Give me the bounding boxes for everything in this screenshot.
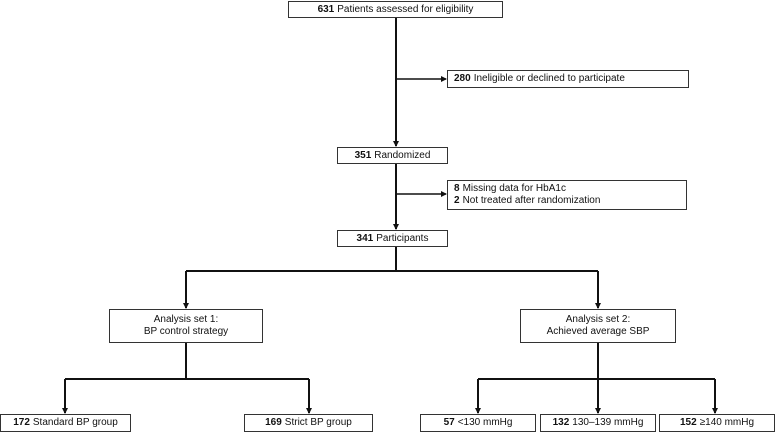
exclusion-label: Not treated after randomization <box>462 195 601 206</box>
assessed-count: 631 <box>317 3 335 15</box>
sbp-ge140-count: 152 <box>679 417 697 428</box>
ineligible-count: 280 <box>454 73 471 84</box>
analysis-set-1-box: Analysis set 1: BP control strategy <box>109 309 263 343</box>
randomized-label: Randomized <box>374 149 431 161</box>
strict-group-label: Strict BP group <box>284 417 352 428</box>
sbp-130-139-label: 130–139 mmHg <box>572 417 644 428</box>
sbp-ge140-box: 152≥140 mmHg <box>659 414 775 432</box>
analysis-set-1-title: Analysis set 1: <box>153 314 219 325</box>
analysis-set-2-subtitle: Achieved average SBP <box>546 326 650 337</box>
exclusion-count: 2 <box>454 195 460 206</box>
sbp-lt130-label: <130 mmHg <box>457 417 513 428</box>
exclusion-count: 8 <box>454 183 460 194</box>
assessed-label: Patients assessed for eligibility <box>337 3 474 15</box>
randomized-count: 351 <box>354 149 372 161</box>
participants-label: Participants <box>376 232 429 244</box>
standard-group-label: Standard BP group <box>32 417 118 428</box>
ineligible-label: Ineligible or declined to participate <box>473 73 625 84</box>
standard-group-count: 172 <box>13 417 30 428</box>
strict-group-count: 169 <box>265 417 282 428</box>
analysis-set-1-subtitle: BP control strategy <box>143 326 229 337</box>
sbp-130-139-count: 132 <box>552 417 570 428</box>
exclusion-label: Missing data for HbA1c <box>462 183 566 194</box>
analysis-set-2-title: Analysis set 2: <box>565 314 631 325</box>
analysis-set-2-box: Analysis set 2: Achieved average SBP <box>520 309 676 343</box>
sbp-lt130-count: 57 <box>443 417 455 428</box>
sbp-lt130-text: 57<130 mmHg <box>444 417 513 429</box>
sbp-lt130-box: 57<130 mmHg <box>420 414 536 432</box>
sbp-ge140-label: ≥140 mmHg <box>699 417 755 428</box>
participants-count: 341 <box>356 232 374 244</box>
sbp-ge140-text: 152≥140 mmHg <box>680 417 754 429</box>
